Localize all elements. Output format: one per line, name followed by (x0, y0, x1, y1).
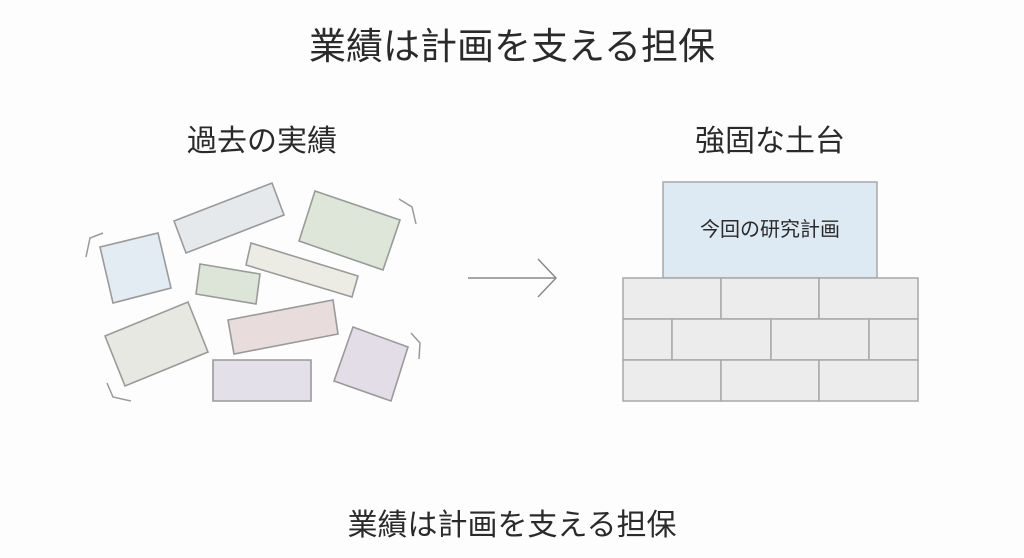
research-plan-label: 今回の研究計画 (700, 217, 840, 241)
past-block (212, 359, 312, 402)
brick (818, 277, 919, 320)
footer-caption: 業績は計画を支える担保 (347, 508, 677, 543)
brick (622, 318, 673, 361)
scattered-blocks (99, 181, 409, 403)
brick (671, 318, 772, 361)
brick (818, 359, 919, 402)
motion-mark (85, 232, 104, 258)
brick (720, 277, 820, 320)
page-title: 業績は計画を支える担保 (309, 25, 715, 68)
past-block (332, 325, 409, 403)
brick (868, 318, 919, 361)
past-block (103, 300, 210, 388)
past-block (195, 263, 261, 305)
past-block (227, 299, 339, 355)
brick (622, 277, 722, 320)
brick-foundation (622, 277, 919, 402)
past-achievements-heading: 過去の実績 (187, 124, 337, 159)
solid-foundation-heading: 強固な土台 (695, 124, 845, 159)
brick (622, 359, 722, 402)
past-block (297, 189, 402, 272)
motion-mark (410, 332, 421, 360)
motion-marks (85, 198, 421, 402)
past-block (172, 181, 286, 255)
brick (770, 318, 870, 361)
past-block (245, 241, 359, 299)
brick (720, 359, 820, 402)
research-plan-block (662, 181, 878, 279)
arrow-icon (468, 258, 558, 298)
motion-mark (106, 382, 132, 402)
motion-mark (398, 198, 417, 225)
past-block (99, 232, 172, 304)
